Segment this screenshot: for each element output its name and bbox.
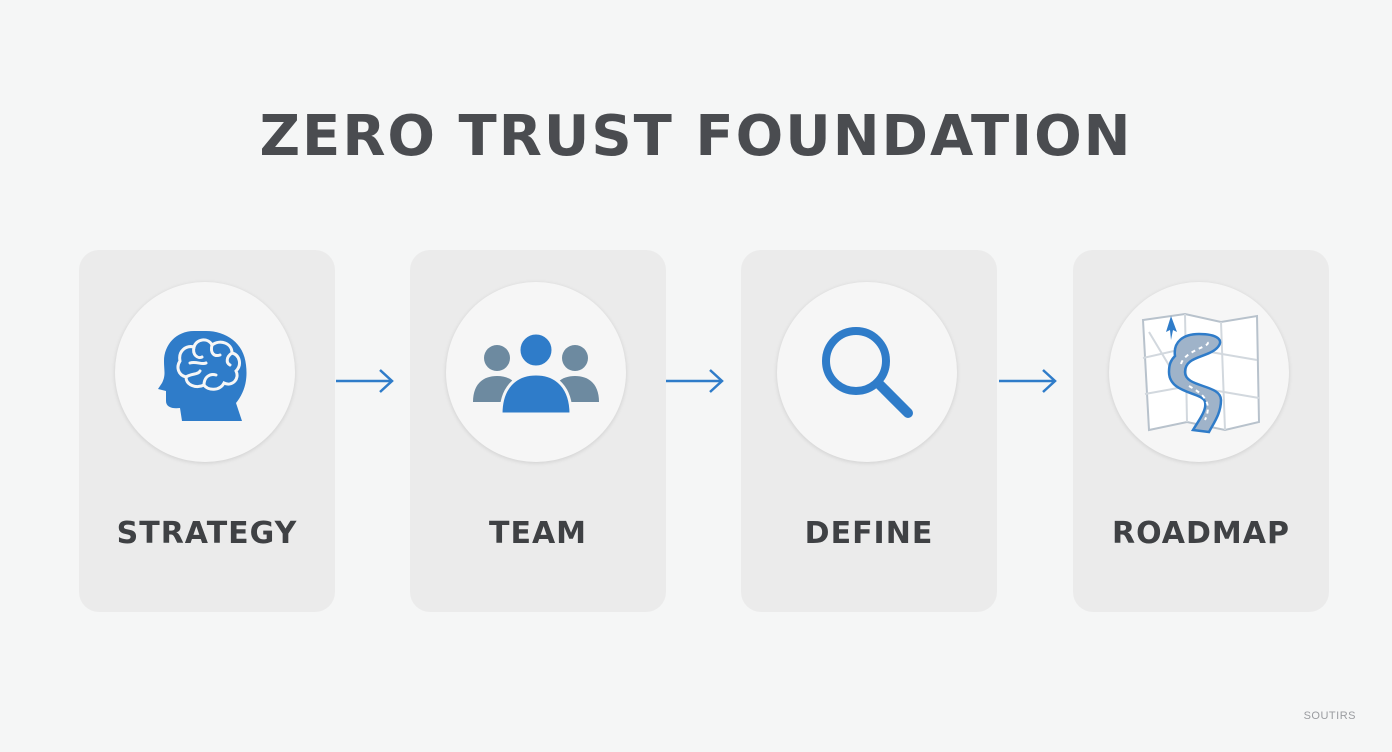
icon-circle <box>1109 282 1289 462</box>
icon-circle <box>777 282 957 462</box>
source-label: SOUTIRS <box>1303 710 1356 722</box>
step-card-team: TEAM <box>410 250 666 612</box>
arrow-icon <box>336 369 394 393</box>
arrow-icon <box>999 369 1057 393</box>
team-people-icon <box>473 331 599 416</box>
step-label: TEAM <box>488 516 588 551</box>
step-label: ROADMAP <box>1112 516 1290 551</box>
road-map-icon <box>1141 312 1261 434</box>
step-card-roadmap: ROADMAP <box>1073 250 1329 612</box>
step-card-strategy: STRATEGY <box>79 250 335 612</box>
magnifier-icon <box>822 327 913 418</box>
step-label: DEFINE <box>804 516 934 551</box>
brain-head-icon <box>158 331 247 421</box>
arrow-icon <box>666 369 724 393</box>
step-label: STRATEGY <box>116 516 298 551</box>
icon-circle <box>115 282 295 462</box>
step-card-define: DEFINE <box>741 250 997 612</box>
diagram-title: ZERO TRUST FOUNDATION <box>259 104 1133 169</box>
icon-circle <box>446 282 626 462</box>
